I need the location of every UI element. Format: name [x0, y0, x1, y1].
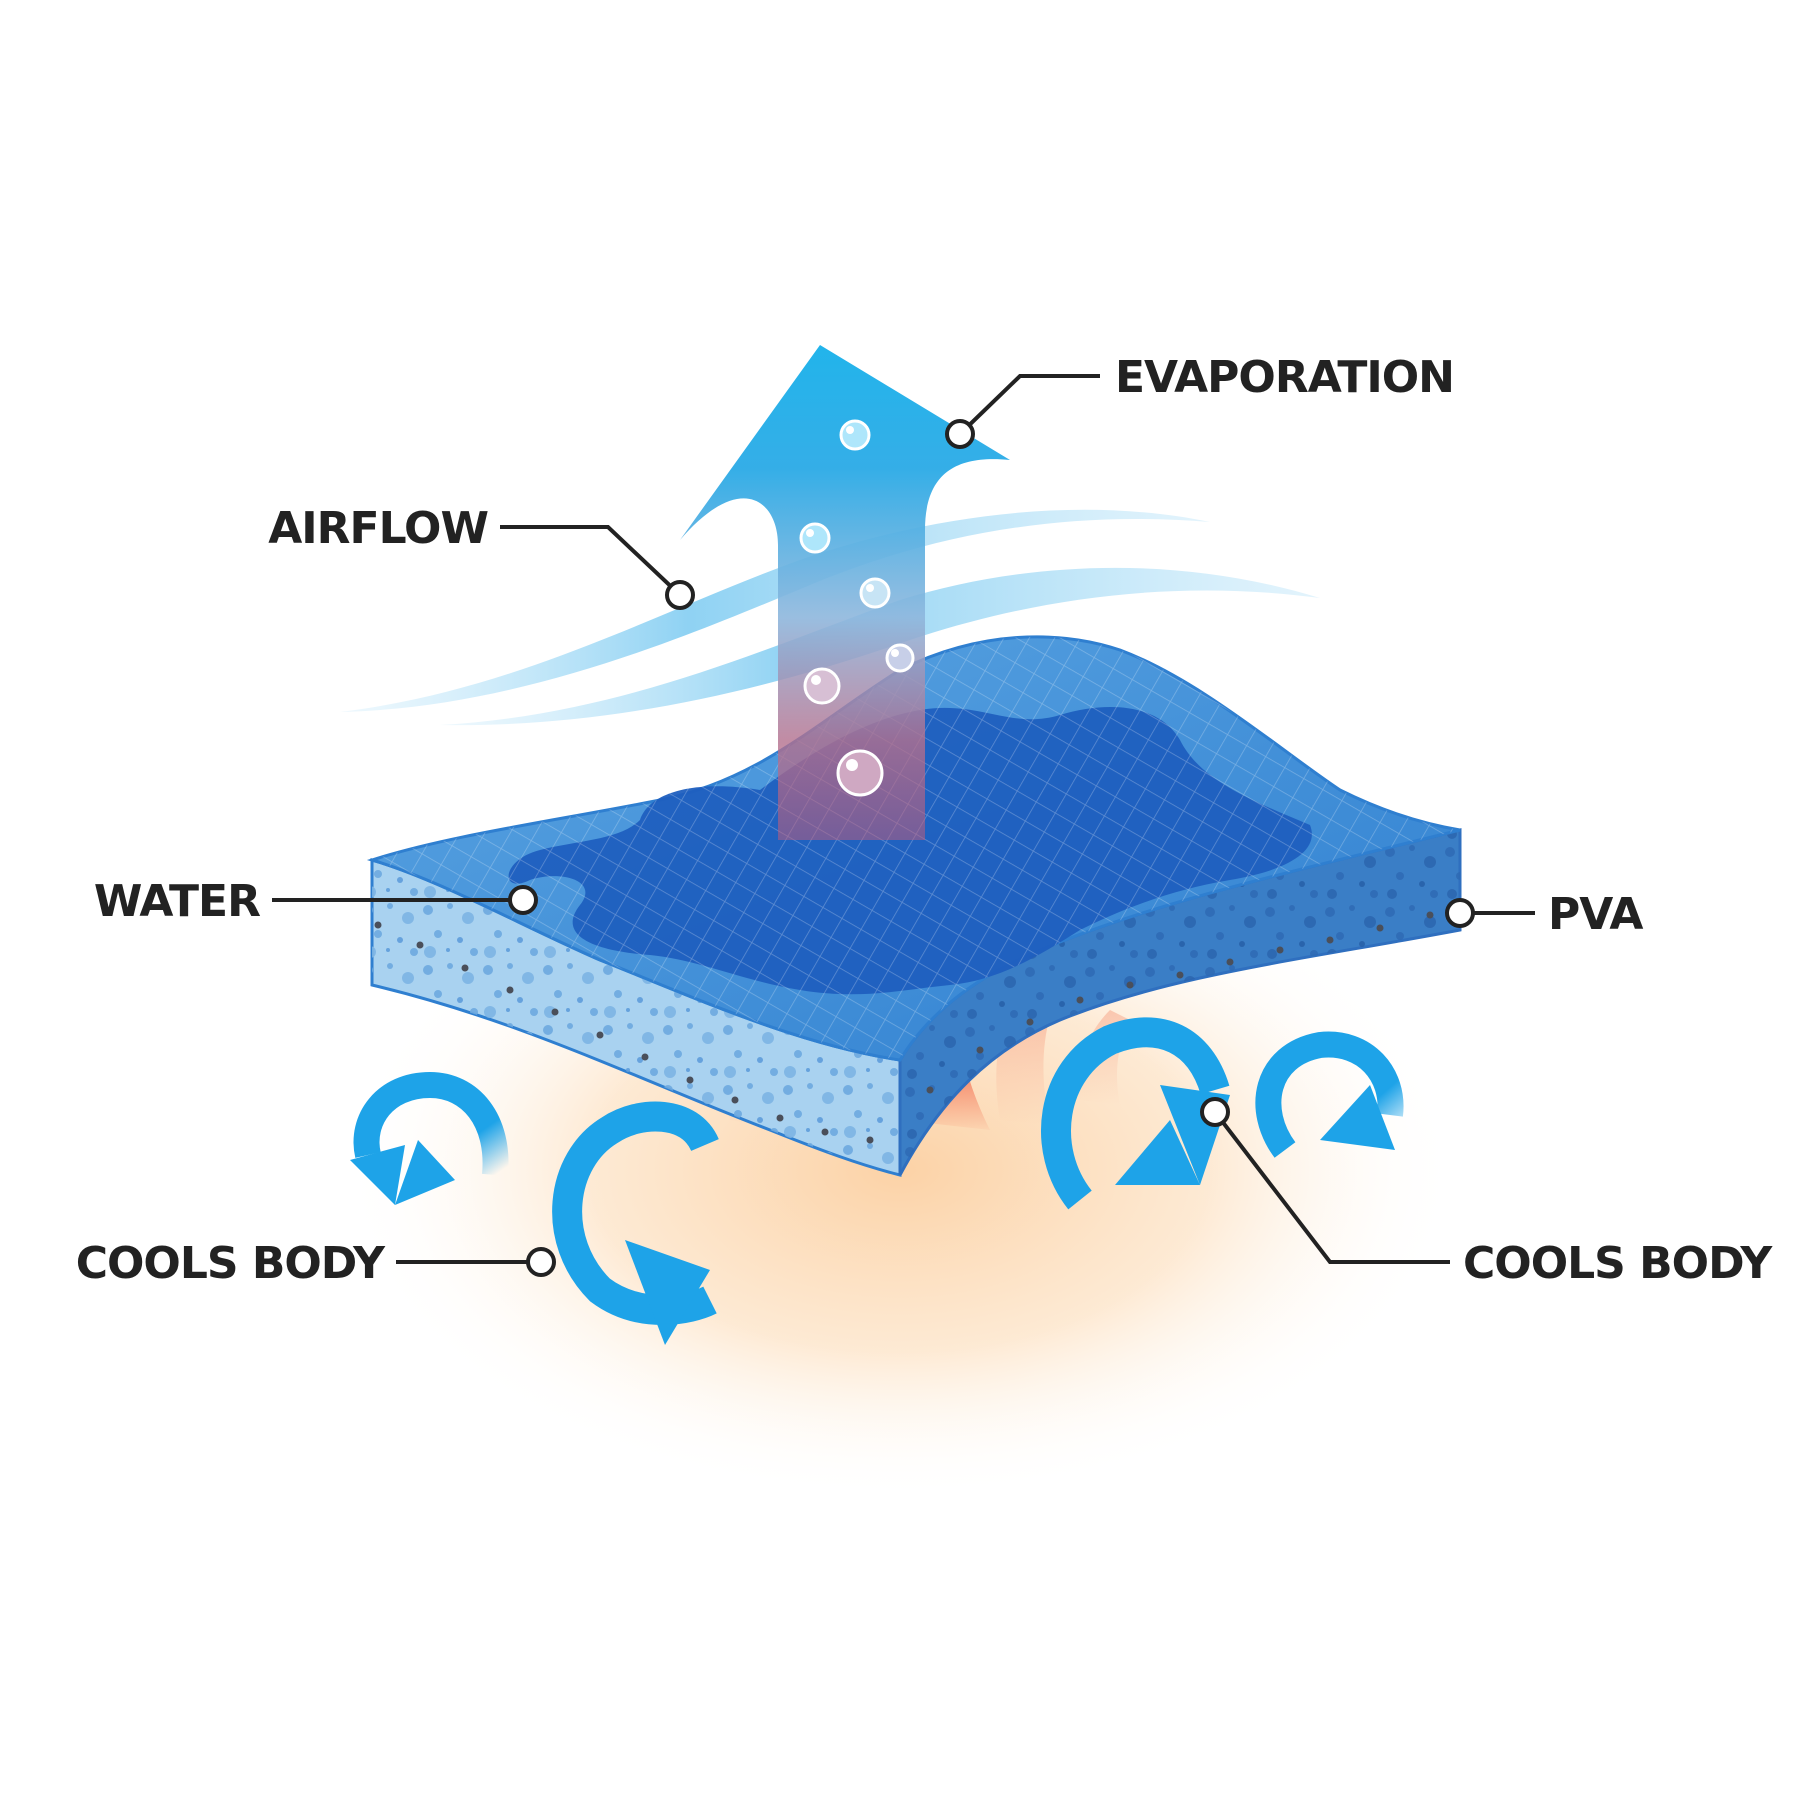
bubble-3: [859, 577, 891, 609]
evaporation-arrow: [680, 345, 1010, 840]
callout-cools-body-left: [396, 1247, 556, 1277]
label-pva: PVA: [1548, 889, 1643, 940]
label-evaporation: EVAPORATION: [1115, 352, 1454, 403]
cool-swirl-left-small: [350, 1071, 509, 1205]
cool-swirl-left-large: [552, 1101, 719, 1345]
fiber-dots: [374, 911, 1434, 1144]
bubble-5: [803, 667, 841, 705]
evaporation-bubbles: [799, 419, 915, 797]
cool-swirl-right-small: [1255, 1031, 1404, 1158]
label-airflow: AIRFLOW: [268, 503, 488, 554]
bubble-6: [836, 749, 884, 797]
label-cools-body-left: COOLS BODY: [76, 1238, 386, 1289]
callouts: [272, 374, 1535, 1277]
callout-water: [272, 885, 538, 915]
label-cools-body-right: COOLS BODY: [1463, 1238, 1773, 1289]
callout-pva: [1445, 898, 1535, 928]
bubble-4: [885, 643, 915, 673]
bubble-2: [799, 522, 831, 554]
label-water: WATER: [94, 876, 260, 927]
callout-airflow: [500, 525, 695, 610]
callout-evaporation: [945, 374, 1100, 449]
bubble-1: [839, 419, 871, 451]
callout-cools-body-right: [1200, 1097, 1450, 1264]
